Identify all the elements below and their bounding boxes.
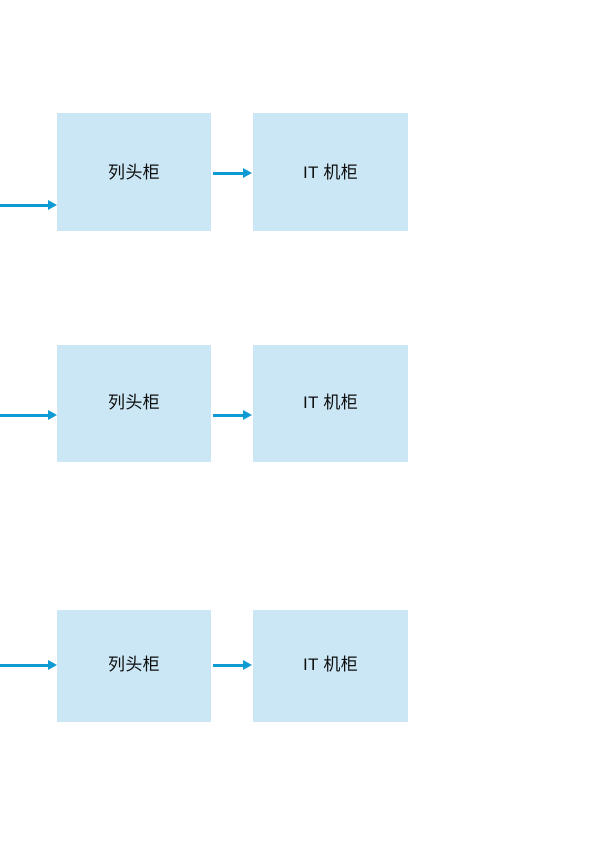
node-box-it-cabinet-2[interactable]: IT 机柜 [253, 345, 408, 462]
node-label: IT 机柜 [302, 163, 359, 182]
arrow-shaft [213, 171, 244, 175]
node-label: 列头柜 [108, 655, 160, 674]
arrow-head-icon [243, 167, 252, 178]
node-label: IT 机柜 [302, 655, 359, 674]
node-box-it-cabinet-1[interactable]: IT 机柜 [253, 113, 408, 231]
arrow-head-icon [243, 409, 252, 420]
arrow-head-icon [48, 659, 57, 670]
node-label: IT 机柜 [302, 393, 359, 412]
node-box-lietougui-1[interactable]: 列头柜 [57, 113, 211, 231]
arrow-head-icon [48, 409, 57, 420]
arrow-head-icon [48, 199, 57, 210]
arrow-shaft [213, 413, 244, 417]
arrow-shaft [0, 663, 49, 667]
node-label: 列头柜 [108, 163, 160, 182]
arrow-shaft [0, 203, 49, 207]
node-box-lietougui-3[interactable]: 列头柜 [57, 610, 211, 722]
arrow-head-icon [243, 659, 252, 670]
node-label: 列头柜 [108, 393, 160, 412]
node-box-lietougui-2[interactable]: 列头柜 [57, 345, 211, 462]
arrow-shaft [0, 413, 49, 417]
node-box-it-cabinet-3[interactable]: IT 机柜 [253, 610, 408, 722]
arrow-shaft [213, 663, 244, 667]
